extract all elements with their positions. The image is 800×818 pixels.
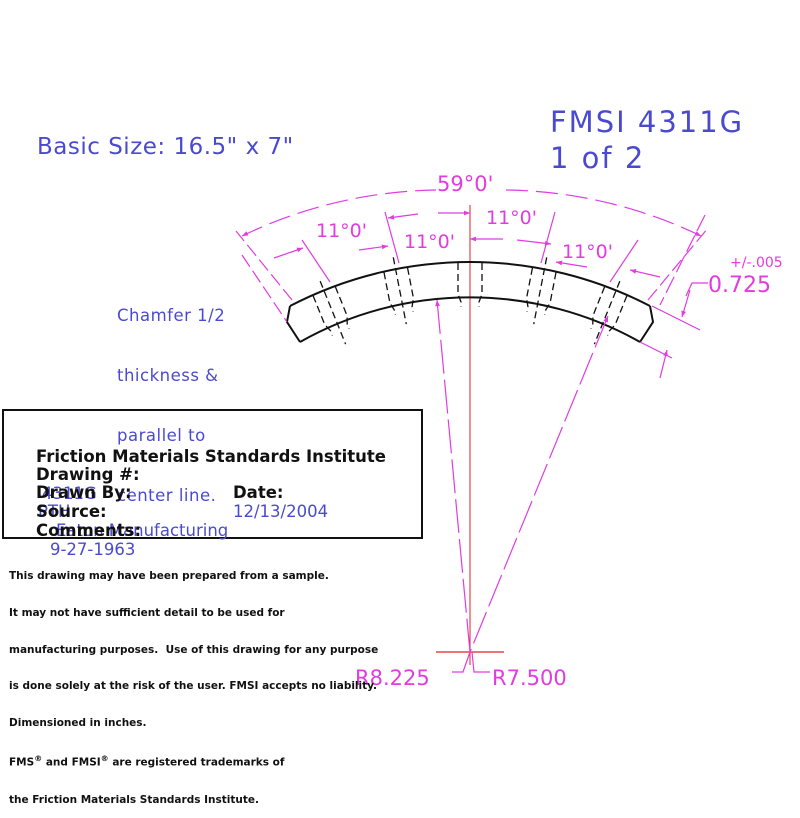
comments-label: Comments: — [35, 521, 142, 540]
inner-radius-label: R7.500 — [492, 666, 567, 690]
angle-label-3: 11°0' — [486, 207, 537, 229]
source-row: Source: Eaton Manufacturing — [15, 483, 228, 559]
dimension-labels: 59°0' 11°0' 11°0' 11°0' 11°0' +/-.005 0.… — [316, 172, 783, 690]
disclaimer-line: manufacturing purposes. Use of this draw… — [9, 643, 379, 656]
chamfer-leader — [241, 254, 288, 323]
total-angle-label: 59°0' — [437, 172, 493, 196]
dimension-lines — [235, 189, 709, 673]
basic-size-label: Basic Size: 16.5" x 7" — [37, 134, 294, 160]
drawing-number-label: Drawing #: — [35, 465, 140, 484]
disclaimer-line: Dimensioned in inches. — [9, 716, 147, 729]
drawn-by-row: Drawn By: PTH — [15, 464, 132, 540]
registered-mark-icon: ® — [100, 754, 109, 764]
registered-mark-icon: ® — [34, 754, 43, 764]
trademark-line: FMS® and FMSI® are registered trademarks… — [9, 754, 285, 769]
thickness-label: 0.725 — [708, 273, 771, 298]
angle-label-2: 11°0' — [404, 231, 455, 253]
disclaimer-text: This drawing may have been prepared from… — [9, 546, 378, 818]
angle-label-1: 11°0' — [316, 220, 367, 242]
outer-radius-label: R8.225 — [355, 666, 430, 690]
organization-name: Friction Materials Standards Institute — [35, 447, 386, 466]
sheet-number: 1 of 2 — [550, 141, 646, 175]
drawing-number-row: Drawing #: 4311G — [15, 446, 140, 522]
source-label: Source: — [35, 502, 107, 521]
date-row: Date: 12/13/2004 — [212, 464, 328, 540]
angle-label-4: 11°0' — [562, 241, 613, 263]
chamfer-note-line: center line. — [117, 486, 217, 505]
part-number-title: FMSI 4311G — [550, 105, 745, 139]
brake-shoe-drawing: 59°0' 11°0' 11°0' 11°0' 11°0' +/-.005 0.… — [235, 172, 783, 690]
drawn-by-label: Drawn By: — [35, 483, 132, 502]
chamfer-note-line: Chamfer 1/2 — [117, 306, 226, 325]
drawn-by-value: PTH — [37, 502, 71, 521]
chamfer-note-line: thickness & — [117, 366, 219, 385]
chamfer-note: Chamfer 1/2 thickness & parallel to cent… — [117, 266, 225, 526]
comments-row: Comments: 9-27-1963 — [15, 502, 141, 578]
comments-value: 9-27-1963 — [49, 540, 136, 559]
source-value: Eaton Manufacturing — [55, 521, 229, 540]
title-block: Friction Materials Standards Institute D… — [2, 409, 423, 559]
disclaimer-line: This drawing may have been prepared from… — [9, 570, 329, 583]
tolerance-label: +/-.005 — [730, 255, 783, 271]
slot-marks — [312, 257, 628, 345]
date-label: Date: — [232, 483, 284, 502]
disclaimer-line: is done solely at the risk of the user. … — [9, 680, 378, 693]
chamfer-note-line: parallel to — [117, 426, 206, 445]
disclaimer-line: It may not have sufficient detail to be … — [9, 607, 285, 620]
drawing-number-value: 4311G — [41, 484, 97, 503]
date-value: 12/13/2004 — [232, 502, 329, 521]
